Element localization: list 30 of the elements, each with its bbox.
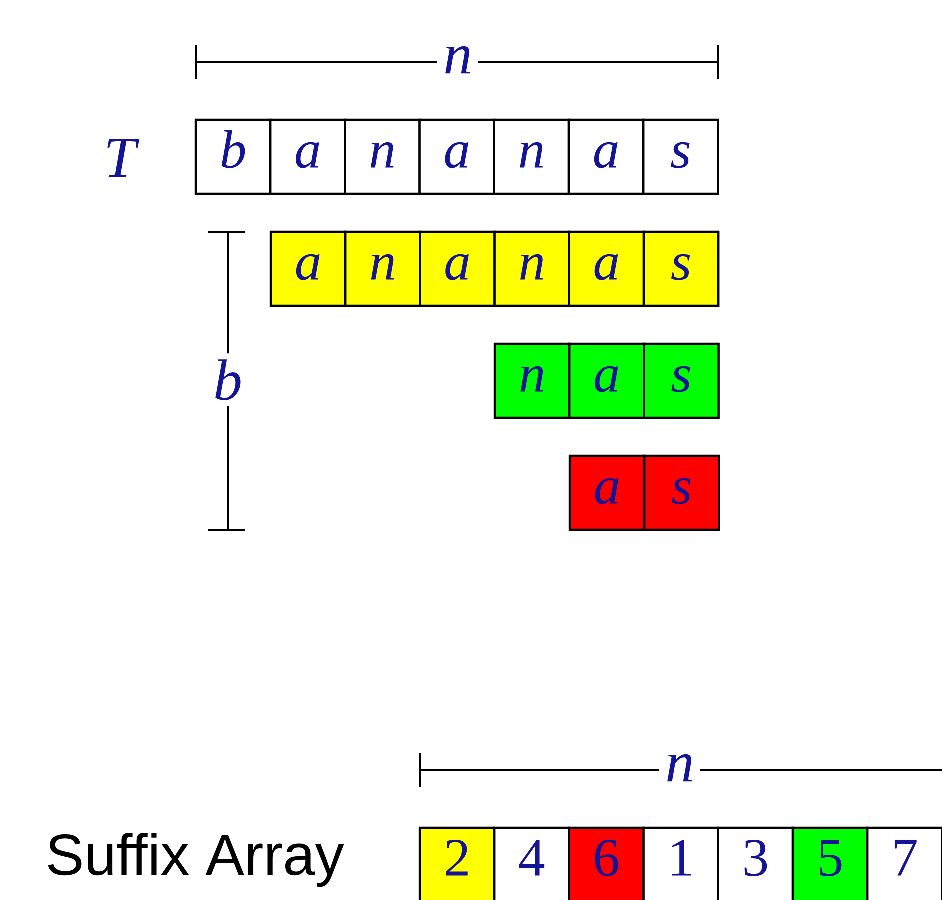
letter-cell: s xyxy=(643,342,720,420)
letter-cell: n xyxy=(494,230,570,308)
letter-cell: s xyxy=(642,118,720,196)
index-cell: 4 xyxy=(494,826,570,900)
dimension-label: n xyxy=(438,40,478,80)
index-cell: 6 xyxy=(568,826,645,900)
index-cell: 7 xyxy=(866,826,942,900)
letter-cell: a xyxy=(568,230,646,308)
letter-cell: n xyxy=(494,342,571,420)
letter-cell: a xyxy=(418,118,496,196)
letter-cell: a xyxy=(270,118,346,196)
letter-cell: a xyxy=(568,118,645,196)
letter-cell: a xyxy=(568,454,646,532)
index-cell: 3 xyxy=(717,826,794,900)
letter-cell: a xyxy=(270,230,347,308)
letter-cell: a xyxy=(419,230,496,308)
letter-cell: s xyxy=(642,230,720,308)
letter-cell: n xyxy=(493,118,570,196)
letter-cell: n xyxy=(344,230,422,308)
dimension-label: b xyxy=(208,354,248,406)
letter-cell: a xyxy=(568,342,646,420)
letter-cell: b xyxy=(194,118,272,196)
row-label: T xyxy=(98,133,142,183)
letter-cell: s xyxy=(644,454,720,532)
dimension-label: n xyxy=(660,748,700,788)
index-cell: 5 xyxy=(792,826,869,900)
row-label: Suffix Array xyxy=(40,826,350,894)
letter-cell: n xyxy=(344,118,421,196)
index-cell: 1 xyxy=(642,826,720,900)
index-cell: 2 xyxy=(418,826,496,900)
